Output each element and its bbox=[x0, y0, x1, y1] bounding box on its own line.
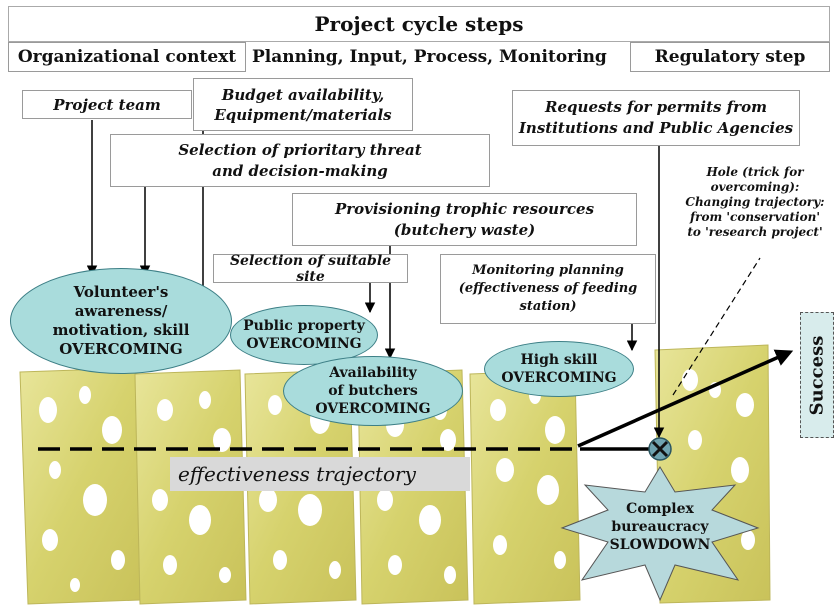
hole-note: Hole (trick for overcoming): Changing tr… bbox=[675, 165, 835, 240]
trajectory-label-box: effectiveness trajectory bbox=[170, 457, 470, 491]
volunteer-ellipse: Volunteer's awareness/ motivation, skill… bbox=[10, 268, 232, 374]
org-context-box: Organizational context bbox=[8, 42, 246, 72]
volunteer-line-2: awareness/ bbox=[74, 302, 168, 320]
provisioning-line-1: Provisioning trophic resources bbox=[334, 199, 595, 218]
high-skill-ellipse: High skill OVERCOMING bbox=[484, 341, 634, 397]
col-reg-label: Regulatory step bbox=[654, 47, 806, 67]
cheese-slice-1 bbox=[19, 367, 141, 605]
skill-line-1: High skill bbox=[520, 352, 598, 368]
public-line-1: Public property bbox=[243, 318, 365, 334]
header-title-box: Project cycle steps bbox=[8, 6, 830, 42]
provisioning-box: Provisioning trophic resources (butchery… bbox=[292, 193, 637, 246]
butchers-ellipse: Availability of butchers OVERCOMING bbox=[283, 356, 463, 426]
requests-line-1: Requests for permits from bbox=[545, 98, 767, 116]
col-org-label: Organizational context bbox=[17, 47, 237, 67]
success-box: Success bbox=[800, 312, 834, 438]
requests-box: Requests for permits from Institutions a… bbox=[512, 90, 800, 146]
monitoring-line-2: (effectiveness of feeding bbox=[458, 281, 638, 296]
col-plan-label: Planning, Input, Process, Monitoring bbox=[252, 47, 607, 67]
hole-note-line-3: Changing trajectory: bbox=[685, 195, 825, 209]
project-team-label: Project team bbox=[53, 95, 161, 114]
provisioning-line-2: (butchery waste) bbox=[393, 220, 536, 239]
selection-threat-box: Selection of prioritary threat and decis… bbox=[110, 134, 490, 187]
suitable-site-box: Selection of suitable site bbox=[213, 252, 408, 285]
selection-threat-line-2: and decision-making bbox=[212, 161, 388, 180]
success-arrow bbox=[577, 349, 794, 448]
monitoring-line-3: station) bbox=[519, 299, 577, 314]
monitoring-box: Monitoring planning (effectiveness of fe… bbox=[440, 254, 656, 324]
regulatory-box: Regulatory step bbox=[630, 42, 830, 72]
budget-line-1: Budget availability, bbox=[221, 85, 385, 104]
suitable-site-label: Selection of suitable site bbox=[229, 252, 392, 285]
butchers-line-2: of butchers bbox=[328, 383, 418, 399]
skill-line-2: OVERCOMING bbox=[501, 370, 617, 386]
butchers-line-3: OVERCOMING bbox=[315, 401, 431, 417]
volunteer-line-3: motivation, skill bbox=[52, 321, 190, 339]
hole-note-line-1: Hole (trick for bbox=[706, 165, 804, 179]
requests-line-2: Institutions and Public Agencies bbox=[518, 119, 794, 137]
burst-line-3: SLOWDOWN bbox=[609, 537, 711, 553]
butchers-line-1: Availability bbox=[329, 365, 417, 381]
selection-threat-line-1: Selection of prioritary threat bbox=[178, 140, 422, 159]
volunteer-line-4: OVERCOMING bbox=[59, 340, 183, 358]
burst-line-1: Complex bbox=[626, 501, 694, 517]
hole-pointer bbox=[672, 257, 761, 396]
slowdown-text: Complex bureaucracy SLOWDOWN bbox=[600, 500, 720, 554]
trajectory-label: effectiveness trajectory bbox=[178, 462, 416, 486]
monitoring-line-1: Monitoring planning bbox=[472, 263, 624, 278]
public-property-ellipse: Public property OVERCOMING bbox=[230, 305, 378, 365]
public-line-2: OVERCOMING bbox=[246, 336, 362, 352]
volunteer-line-1: Volunteer's bbox=[73, 283, 169, 301]
success-label: Success bbox=[806, 335, 828, 415]
project-team-box: Project team bbox=[22, 90, 192, 119]
hole-note-line-5: to 'research project' bbox=[687, 225, 823, 239]
page-title: Project cycle steps bbox=[314, 12, 524, 36]
slowdown-burst bbox=[560, 466, 760, 602]
hole-note-line-4: from 'conservation' bbox=[689, 210, 821, 224]
cheese-slice-5 bbox=[469, 369, 581, 605]
budget-line-2: Equipment/materials bbox=[214, 105, 392, 124]
hole-note-line-2: overcoming): bbox=[710, 180, 800, 194]
blocked-x-icon bbox=[651, 440, 669, 458]
burst-line-2: bureaucracy bbox=[611, 519, 709, 535]
budget-box: Budget availability, Equipment/materials bbox=[193, 78, 413, 131]
